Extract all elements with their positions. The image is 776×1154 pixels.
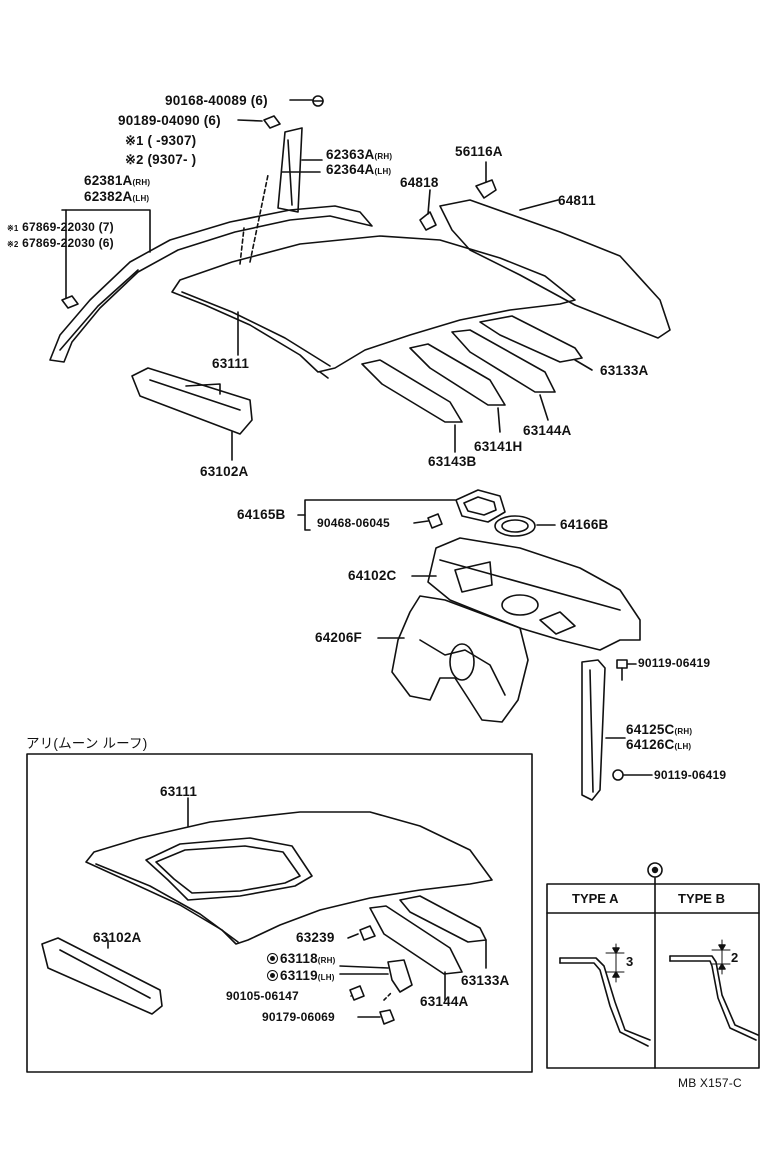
label-90168: 90168-40089 (6) — [165, 93, 268, 108]
label-64125: 64125C(RH) — [626, 722, 693, 737]
label-67869-b: ※2 67869-22030 (6) — [7, 236, 114, 250]
label-63143: 63143B — [428, 454, 477, 469]
inset-roof-bow-63144 — [369, 905, 463, 975]
type-a-section — [559, 943, 651, 1047]
label-90119-b: 90119-06419 — [654, 768, 727, 782]
rear-board — [439, 199, 671, 339]
inset-label-63119: 63119(LH) — [267, 969, 335, 983]
inset-label-63239: 63239 — [296, 930, 335, 945]
label-90468: 90468-06045 — [317, 516, 390, 530]
roof-panel — [171, 235, 576, 379]
clip-64818 — [419, 211, 437, 231]
type-b-section — [669, 939, 759, 1041]
clip-67869 — [61, 295, 79, 309]
inset-clip-63239 — [359, 925, 376, 941]
moon-roof-inset — [26, 753, 533, 1073]
label-64818: 64818 — [400, 175, 439, 190]
roof-drip-molding — [49, 205, 373, 363]
figure-code: MB X157-C — [678, 1076, 742, 1090]
lower-back-panel — [391, 595, 529, 723]
inset-label-90179: 90179-06069 — [262, 1010, 335, 1024]
inset-nut-90179 — [379, 1009, 395, 1025]
type-detail-box — [546, 877, 760, 1069]
roof-bow-63133 — [479, 315, 583, 363]
label-67869-a: ※1 67869-22030 (7) — [7, 220, 114, 234]
label-90189: 90189-04090 (6) — [118, 113, 221, 128]
inset-roof-bow-63133 — [399, 895, 487, 943]
type-b-dim: 2 — [731, 950, 739, 965]
front-header-panel — [131, 367, 253, 435]
inset-bolt-90105 — [349, 985, 365, 1001]
roof-bow-63141 — [409, 343, 506, 406]
plug-64166 — [494, 515, 536, 537]
label-64126: 64126C(LH) — [626, 737, 692, 752]
label-90119-a: 90119-06419 — [638, 656, 711, 670]
label-63102: 63102A — [200, 464, 249, 479]
label-63133: 63133A — [600, 363, 649, 378]
inset-title: アリ(ムーン ルーフ) — [26, 736, 148, 751]
clip-90189 — [263, 115, 281, 129]
type-b-label: TYPE B — [678, 891, 725, 906]
roof-pillar-molding — [277, 127, 303, 213]
clip-90468 — [427, 513, 443, 529]
bolt-90119-lower — [612, 769, 624, 781]
label-64166: 64166B — [560, 517, 609, 532]
label-note1: ※1 ( -9307) — [125, 133, 197, 148]
roof-bow-63144 — [451, 329, 556, 393]
label-62364: 62364A(LH) — [326, 162, 392, 177]
clip-90168 — [312, 95, 324, 107]
bolt-90119-upper — [616, 659, 628, 681]
inset-front-header — [41, 937, 163, 1015]
label-62382: 62382A(LH) — [84, 189, 150, 204]
inset-label-90105: 90105-06147 — [226, 989, 299, 1003]
label-63144: 63144A — [523, 423, 572, 438]
label-64811: 64811 — [558, 193, 596, 208]
label-64165: 64165B — [237, 507, 286, 522]
seal-64165 — [455, 489, 506, 523]
inset-label-63118: 63118(RH) — [267, 952, 335, 966]
inset-label-63144: 63144A — [420, 994, 469, 1009]
type-marker-circle — [647, 862, 663, 878]
label-64206: 64206F — [315, 630, 362, 645]
type-a-label: TYPE A — [572, 891, 619, 906]
label-64102: 64102C — [348, 568, 397, 583]
label-63111: 63111 — [212, 356, 250, 371]
label-56116: 56116A — [455, 144, 503, 159]
inset-roof-panel — [85, 811, 493, 945]
label-63141: 63141H — [474, 439, 523, 454]
inset-label-63133: 63133A — [461, 973, 510, 988]
package-tray-panel — [427, 537, 641, 651]
inset-bracket-63118 — [387, 959, 413, 993]
type-a-dim: 3 — [626, 954, 634, 969]
type-marker-dot — [651, 866, 659, 874]
roof-bow-63143 — [361, 359, 463, 423]
inset-label-63111: 63111 — [160, 784, 198, 799]
label-62381: 62381A(RH) — [84, 173, 151, 188]
side-strap — [581, 659, 606, 801]
label-62363: 62363A(RH) — [326, 147, 393, 162]
inset-label-63102: 63102A — [93, 930, 142, 945]
label-note2: ※2 (9307- ) — [125, 152, 197, 167]
